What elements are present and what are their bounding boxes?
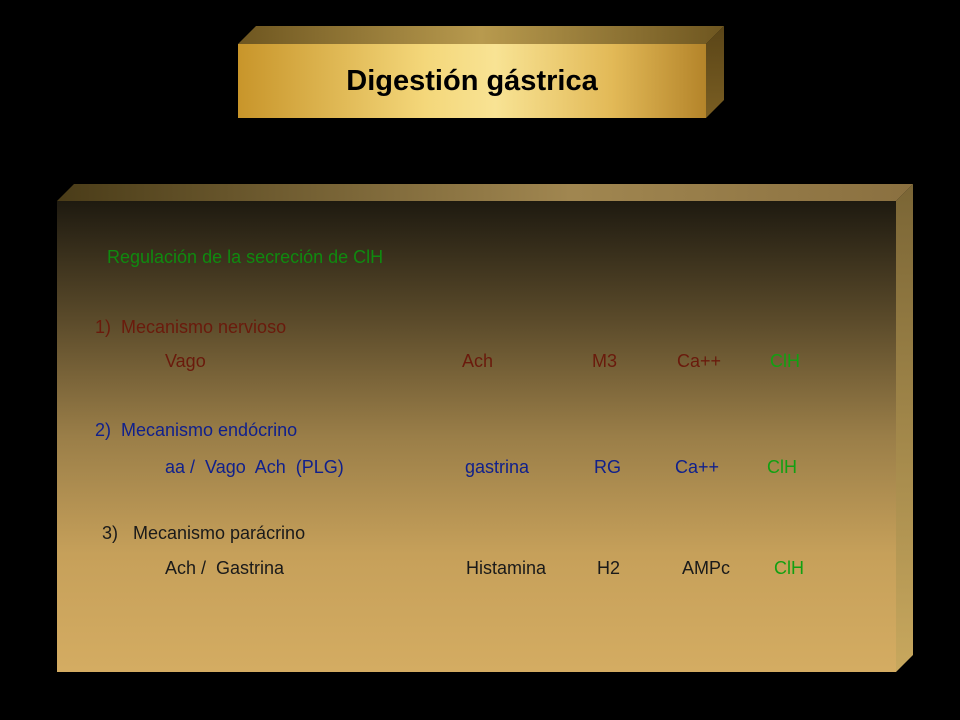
mechanism-1-step-3: M3 xyxy=(592,351,618,371)
mechanism-2-step-1: aa / Vago Ach (PLG) xyxy=(165,457,344,477)
mechanism-2-step-5: ClH xyxy=(767,457,797,477)
mechanism-1-step-4: Ca++ xyxy=(677,351,722,371)
mechanism-1-label: 1) Mecanismo nervioso xyxy=(95,317,287,337)
mechanism-2-label: 2) Mecanismo endócrino xyxy=(95,420,298,440)
mechanism-3-step-3: H2 xyxy=(597,558,621,578)
title-box: Digestión gástrica xyxy=(238,26,724,118)
content-panel-face xyxy=(57,201,896,672)
mechanism-3-step-5: ClH xyxy=(774,558,804,578)
mechanism-1-step-5: ClH xyxy=(770,351,800,371)
mechanism-3-step-4: AMPc xyxy=(682,558,731,578)
mechanism-2-step-4: Ca++ xyxy=(675,457,720,477)
title-box-face: Digestión gástrica xyxy=(238,44,706,118)
mechanism-2-step-2: gastrina xyxy=(465,457,530,477)
content-panel xyxy=(57,184,913,672)
mechanism-3-step-1: Ach / Gastrina xyxy=(165,558,285,578)
mechanism-1-step-1: Vago xyxy=(165,351,206,371)
slide-title: Digestión gástrica xyxy=(346,64,598,97)
mechanism-3-step-2: Histamina xyxy=(466,558,547,578)
mechanism-1-step-2: Ach xyxy=(462,351,494,371)
mechanism-2-step-3: RG xyxy=(594,457,621,477)
title-box-side-bevel xyxy=(706,26,724,118)
title-box-top-bevel xyxy=(238,26,724,44)
content-panel-top-bevel xyxy=(57,184,913,201)
content-panel-side-bevel xyxy=(896,184,913,672)
mechanism-3-label: 3) Mecanismo parácrino xyxy=(102,523,306,543)
section-heading: Regulación de la secreción de ClH xyxy=(107,247,384,267)
